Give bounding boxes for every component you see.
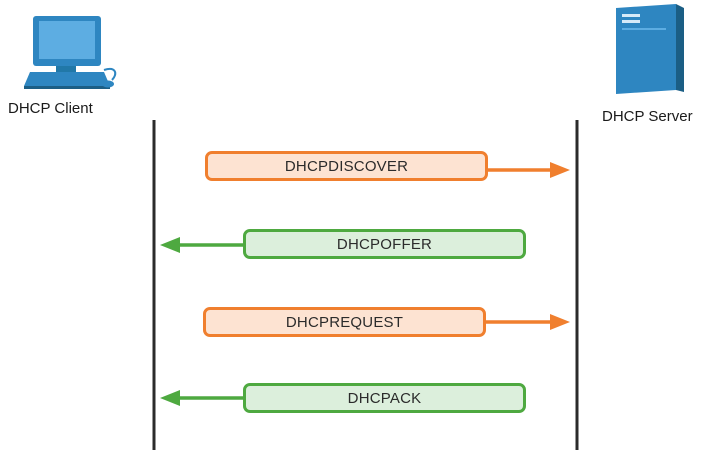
arrow-ack [160,390,244,406]
message-dhcpoffer: DHCPOFFER [243,229,526,259]
arrow-request [486,314,570,330]
server-label: DHCP Server [602,108,693,125]
message-dhcpdiscover: DHCPDISCOVER [205,151,488,181]
message-dhcprequest: DHCPREQUEST [203,307,486,337]
message-dhcpack: DHCPACK [243,383,526,413]
server-tower-icon [616,4,684,94]
client-label: DHCP Client [8,100,93,117]
arrow-discover [487,162,570,178]
desktop-computer-icon [24,16,117,89]
arrow-offer [160,237,244,253]
